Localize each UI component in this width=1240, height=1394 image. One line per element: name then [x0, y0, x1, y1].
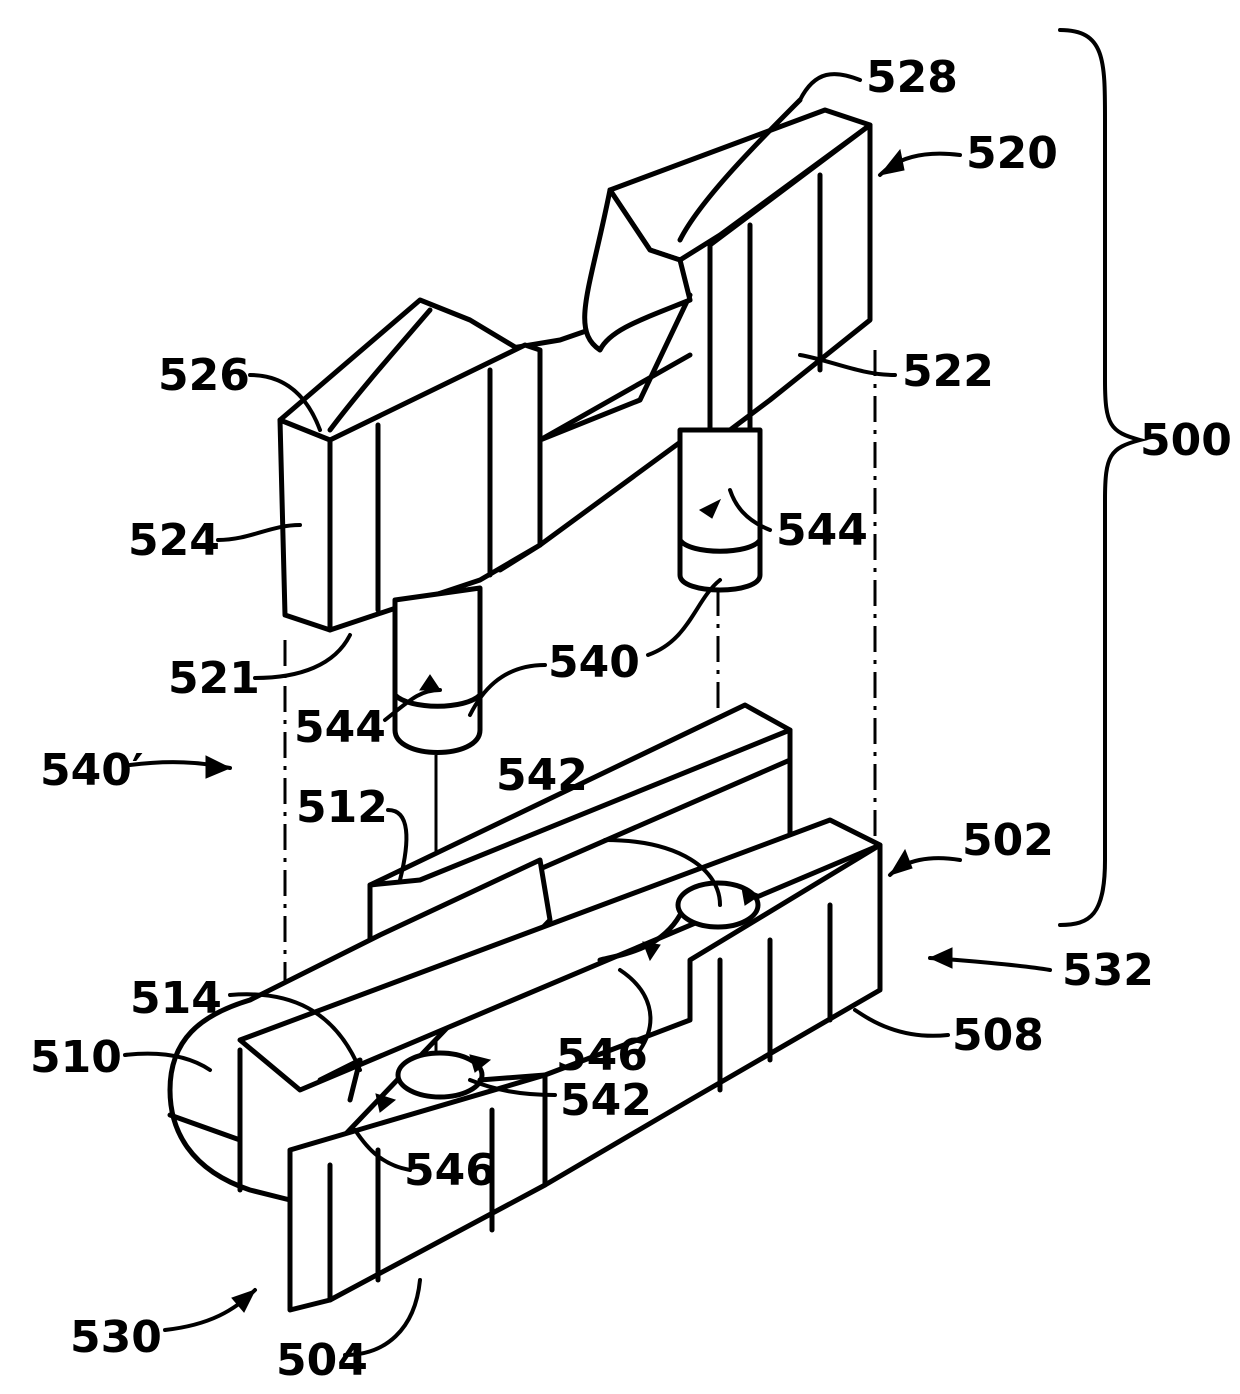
label-528: 528	[866, 52, 958, 103]
label-540-prime: 540′	[40, 745, 143, 796]
label-544-left: 544	[294, 702, 386, 753]
label-526: 526	[158, 350, 250, 401]
label-514: 514	[130, 973, 222, 1024]
assembly-brace	[1060, 30, 1140, 925]
label-530: 530	[70, 1312, 162, 1363]
label-532: 532	[1062, 945, 1154, 996]
label-520: 520	[966, 128, 1058, 179]
label-546-right: 546	[556, 1030, 648, 1081]
label-512: 512	[296, 782, 388, 833]
label-510: 510	[30, 1032, 122, 1083]
label-504: 504	[276, 1335, 368, 1386]
label-540: 540	[548, 637, 640, 688]
label-524: 524	[128, 515, 220, 566]
label-546-left: 546	[404, 1145, 496, 1196]
label-544-right: 544	[776, 505, 868, 556]
label-542-lower: 542	[560, 1075, 652, 1126]
label-542-upper: 542	[496, 750, 588, 801]
label-508: 508	[952, 1010, 1044, 1061]
label-521: 521	[168, 653, 260, 704]
label-500: 500	[1140, 415, 1232, 466]
label-502: 502	[962, 815, 1054, 866]
label-522: 522	[902, 346, 994, 397]
